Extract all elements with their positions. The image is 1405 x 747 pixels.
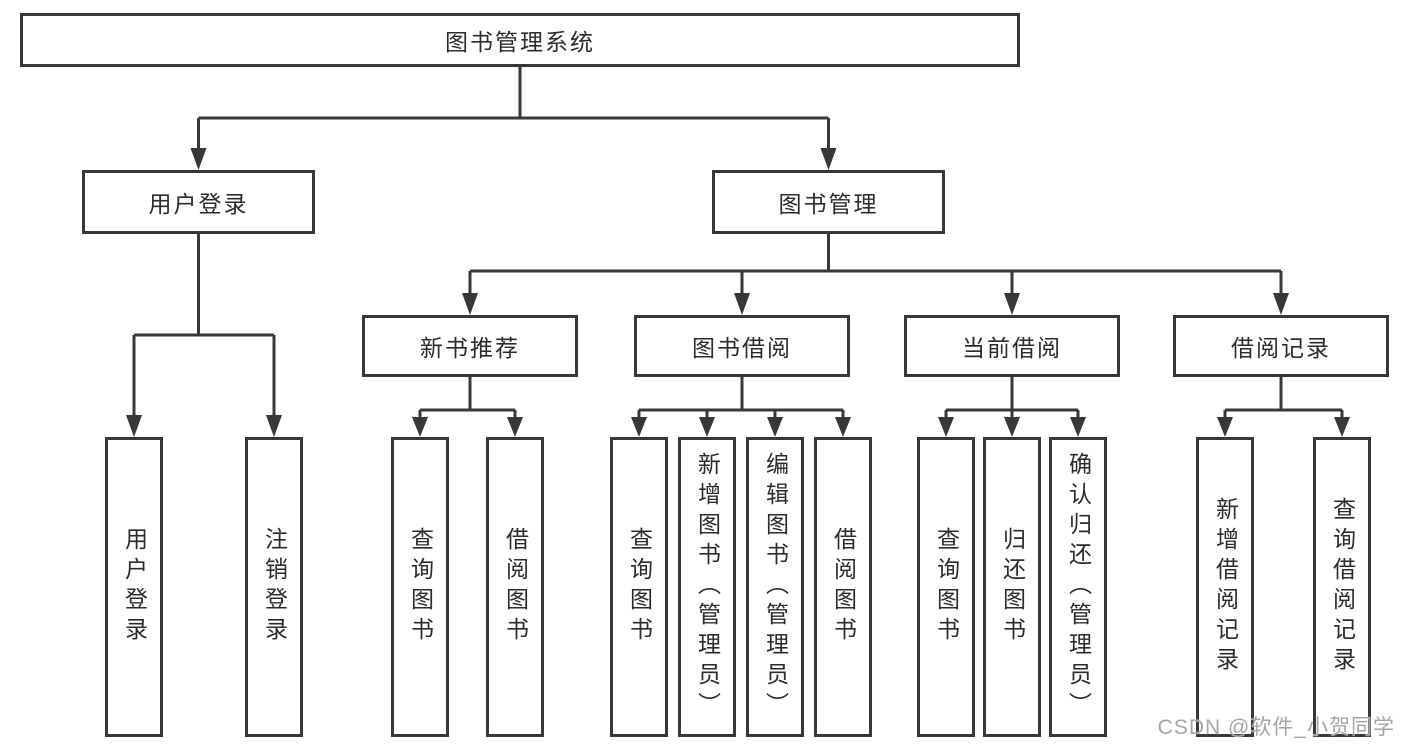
leaf-label: 注销登录 xyxy=(261,527,288,647)
arrowhead-down-icon xyxy=(631,417,647,437)
arrowhead-down-icon xyxy=(126,415,142,437)
node-label: 图书借阅 xyxy=(692,335,792,361)
node-current-borrow: 当前借阅 xyxy=(904,315,1120,377)
leaf-borrow-book: 借阅图书 xyxy=(814,437,872,737)
leaf-query-book-current: 查询图书 xyxy=(917,437,975,737)
leaf-query-book-recommend: 查询图书 xyxy=(391,437,449,737)
node-user-login: 用户登录 xyxy=(82,170,315,234)
connector-borrow-record-branch xyxy=(1217,377,1350,437)
leaf-query-book-borrow: 查询图书 xyxy=(610,437,668,737)
arrowhead-down-icon xyxy=(190,148,207,170)
arrowhead-down-icon xyxy=(266,415,282,437)
arrowhead-down-icon xyxy=(1217,417,1233,437)
leaf-return-book: 归还图书 xyxy=(983,437,1041,737)
node-borrow-record: 借阅记录 xyxy=(1173,315,1389,377)
connector-root-to-level2 xyxy=(190,67,837,170)
arrowhead-down-icon xyxy=(835,417,851,437)
arrowhead-down-icon xyxy=(734,293,750,315)
arrowhead-down-icon xyxy=(1004,293,1020,315)
leaf-label: 查询图书 xyxy=(933,527,960,647)
node-label: 图书管理 xyxy=(778,191,879,217)
arrowhead-down-icon xyxy=(1334,417,1350,437)
leaf-query-borrow-record: 查询借阅记录 xyxy=(1313,437,1371,737)
leaf-label: 新增借阅记录 xyxy=(1212,497,1239,677)
csdn-watermark: CSDN @软件_小贺同学 xyxy=(1157,716,1395,739)
leaf-confirm-return-admin: 确认归还（管理员） xyxy=(1049,437,1107,737)
node-new-book-recommend: 新书推荐 xyxy=(362,315,578,377)
leaf-logout: 注销登录 xyxy=(245,437,303,737)
arrowhead-down-icon xyxy=(699,417,715,437)
arrowhead-down-icon xyxy=(820,148,837,170)
leaf-label: 借阅图书 xyxy=(830,527,857,647)
arrowhead-down-icon xyxy=(1004,417,1020,437)
leaf-borrow-book-recommend: 借阅图书 xyxy=(486,437,544,737)
leaf-label: 编辑图书（管理员） xyxy=(762,452,789,722)
node-root-system: 图书管理系统 xyxy=(20,13,1020,67)
leaf-label: 确认归还（管理员） xyxy=(1065,452,1092,722)
leaf-label: 借阅图书 xyxy=(502,527,529,647)
leaf-label: 新增图书（管理员） xyxy=(694,452,721,722)
node-label: 图书管理系统 xyxy=(445,29,595,55)
arrowhead-down-icon xyxy=(1070,417,1086,437)
connector-book-borrow-branch xyxy=(631,377,851,437)
node-label: 借阅记录 xyxy=(1231,335,1331,361)
leaf-label: 查询借阅记录 xyxy=(1329,497,1356,677)
connector-new-book-branch xyxy=(412,377,523,437)
node-book-borrow: 图书借阅 xyxy=(634,315,850,377)
leaf-add-borrow-record: 新增借阅记录 xyxy=(1196,437,1254,737)
connector-current-borrow-branch xyxy=(938,377,1086,437)
connector-user-login-branch xyxy=(126,234,282,437)
arrowhead-down-icon xyxy=(462,293,478,315)
leaf-label: 归还图书 xyxy=(999,527,1026,647)
leaf-edit-book-admin: 编辑图书（管理员） xyxy=(746,437,804,737)
arrowhead-down-icon xyxy=(767,417,783,437)
arrowhead-down-icon xyxy=(412,417,428,437)
arrowhead-down-icon xyxy=(938,417,954,437)
leaf-label: 用户登录 xyxy=(121,527,148,647)
leaf-label: 查询图书 xyxy=(626,527,653,647)
node-label: 新书推荐 xyxy=(420,335,520,361)
leaf-add-book-admin: 新增图书（管理员） xyxy=(678,437,736,737)
leaf-label: 查询图书 xyxy=(407,527,434,647)
connector-book-management-branch xyxy=(462,234,1289,315)
node-label: 当前借阅 xyxy=(962,335,1062,361)
node-label: 用户登录 xyxy=(148,191,249,217)
node-book-management: 图书管理 xyxy=(712,170,945,234)
arrowhead-down-icon xyxy=(1273,293,1289,315)
leaf-user-login: 用户登录 xyxy=(105,437,163,737)
arrowhead-down-icon xyxy=(507,417,523,437)
